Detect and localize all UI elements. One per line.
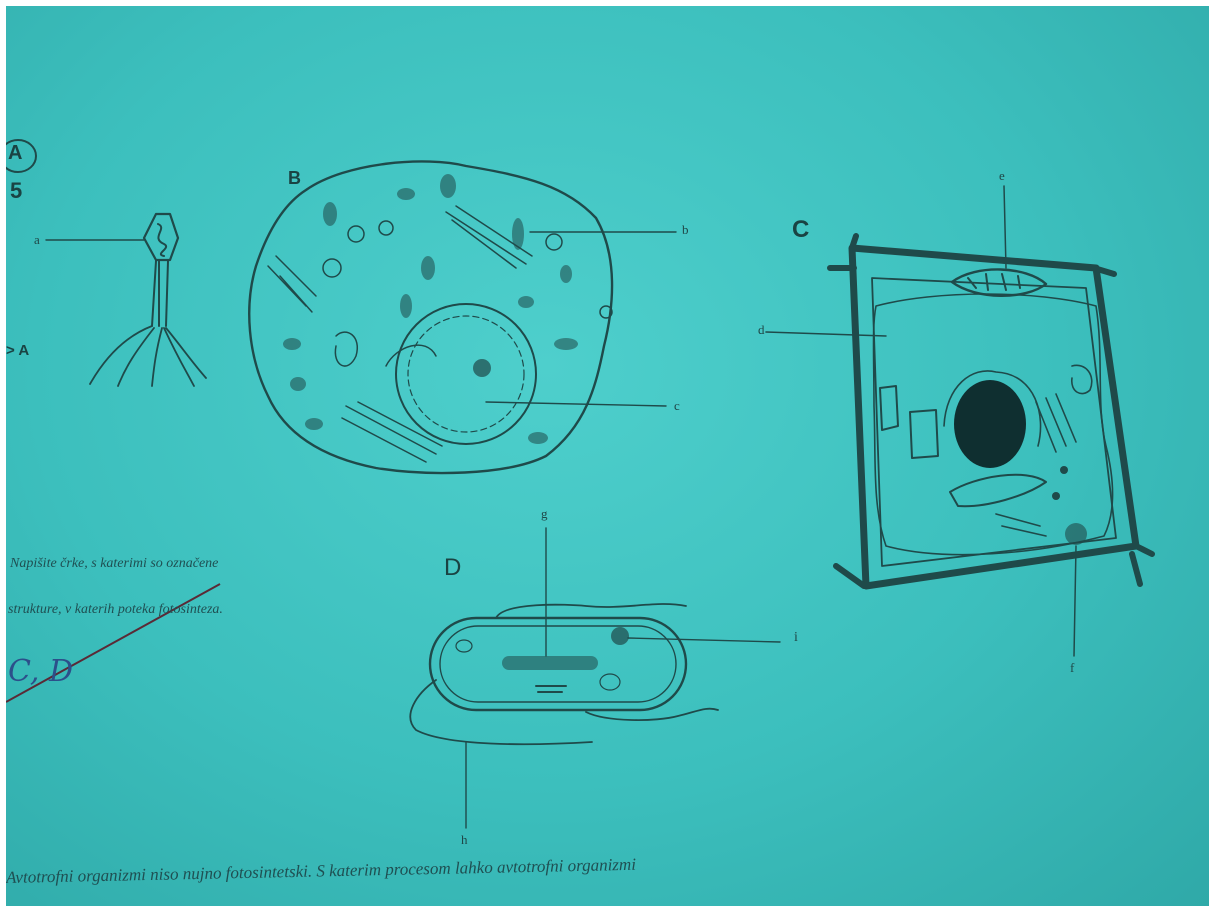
virus-drawing: [6, 140, 206, 386]
pointer-label-a: a: [34, 232, 40, 248]
pointer-label-i: i: [794, 630, 798, 646]
question-line-2: strukture, v katerih poteka fotosinteza.: [8, 602, 223, 618]
figure-label-d: D: [444, 554, 461, 582]
question-line-1: Napišite črke, s katerimi so označene: [10, 556, 218, 572]
handwritten-answer: C, D: [8, 654, 73, 689]
pointer-label-f: f: [1070, 660, 1074, 676]
figure-label-b: B: [288, 168, 301, 189]
plant-cell-drawing: [766, 186, 1152, 656]
pointer-label-c: c: [674, 398, 680, 414]
pointer-label-g: g: [541, 506, 548, 522]
side-note: 5: [10, 178, 22, 204]
pointer-label-e: e: [999, 168, 1005, 184]
pointer-label-d: d: [758, 322, 765, 338]
worksheet-photo: A 5 B C D a b c d e f g h i > A Napišite…: [6, 6, 1209, 906]
cell-diagrams: [6, 6, 1209, 906]
pointer-label-h: h: [461, 832, 468, 848]
animal-cell-drawing: [249, 161, 676, 473]
pointer-label-b: b: [682, 222, 689, 238]
margin-arrow: > A: [6, 342, 29, 359]
figure-label-a: A: [8, 142, 22, 165]
figure-label-c: C: [792, 216, 809, 244]
bacterium-drawing: [410, 528, 780, 828]
